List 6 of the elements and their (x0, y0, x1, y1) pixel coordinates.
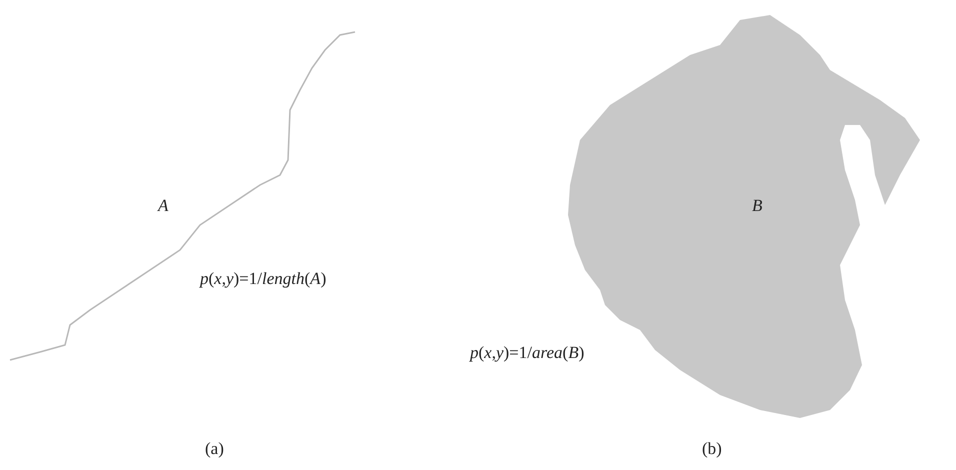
curve-label: A (158, 197, 168, 214)
probability-formula: p(x,y)=1/length(A) (200, 270, 326, 287)
panel-label: (b) (702, 440, 722, 457)
region-label: B (752, 197, 762, 214)
probability-formula: p(x,y)=1/area(B) (470, 344, 584, 361)
panel-label: (a) (205, 440, 224, 457)
